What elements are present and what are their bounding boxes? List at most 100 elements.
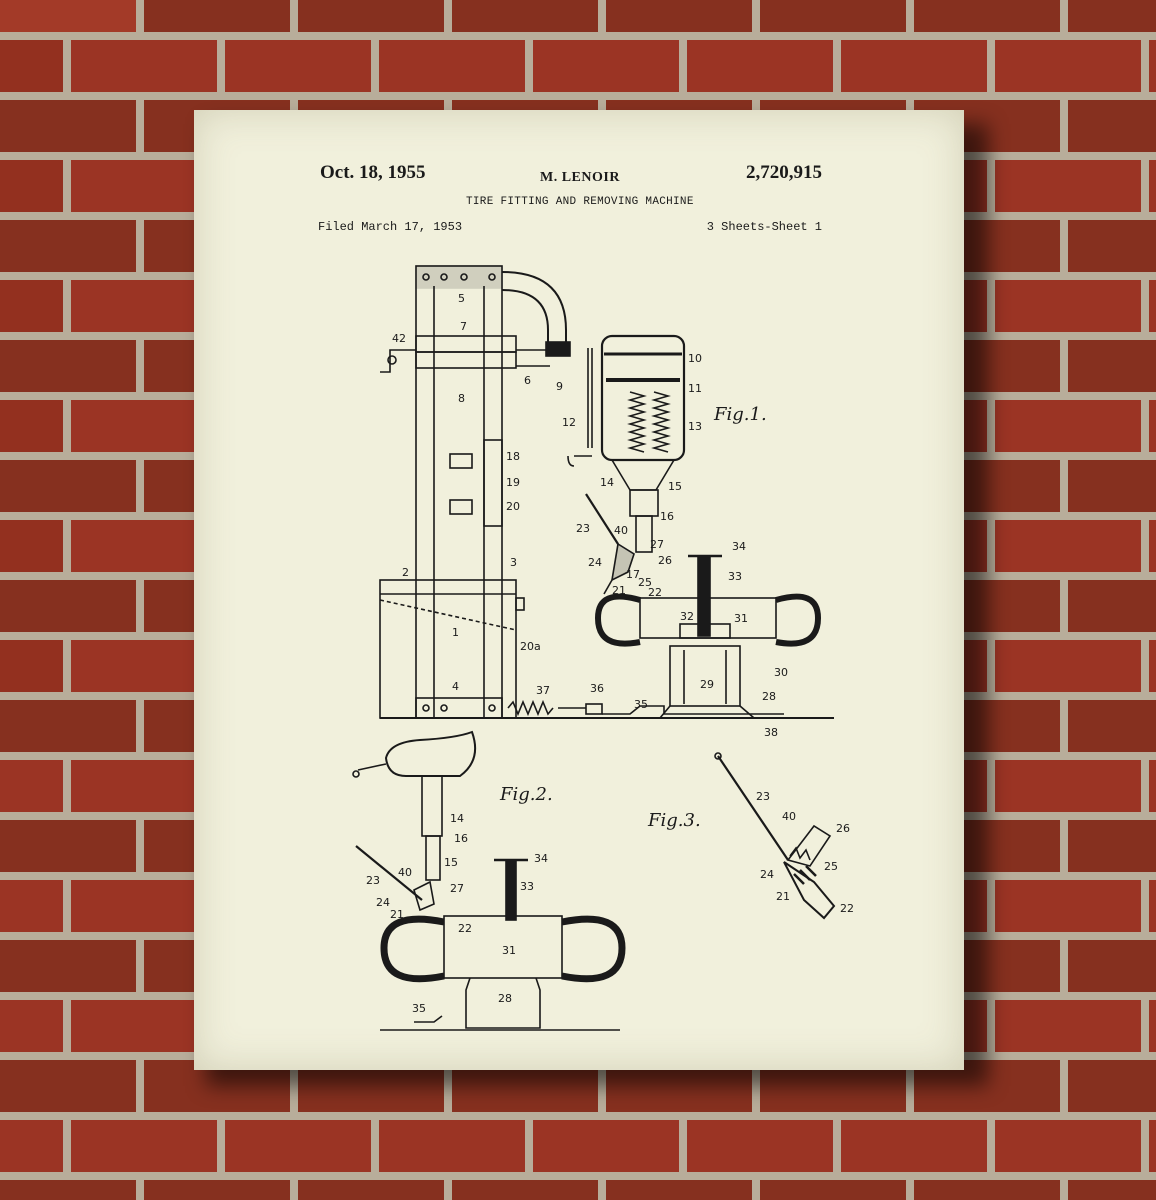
brick	[1068, 460, 1156, 512]
brick	[0, 280, 63, 332]
brick	[71, 640, 217, 692]
brick	[0, 460, 136, 512]
brick	[1068, 820, 1156, 872]
fig2-ref-35: 35	[412, 1002, 426, 1015]
fig2-ref-40: 40	[398, 866, 412, 879]
ref-16: 16	[660, 510, 674, 523]
brick	[0, 700, 136, 752]
fig2-ref-22: 22	[458, 922, 472, 935]
fig2-ref-14: 14	[450, 812, 464, 825]
brick	[914, 1180, 1060, 1200]
brick	[1068, 0, 1156, 32]
brick	[0, 1120, 63, 1172]
brick	[995, 1120, 1141, 1172]
ref-4: 4	[452, 680, 459, 693]
ref-19: 19	[506, 476, 520, 489]
ref-8: 8	[458, 392, 465, 405]
brick	[452, 0, 598, 32]
fig2-ref-15: 15	[444, 856, 458, 869]
fig3-label: Fig.3.	[647, 810, 701, 831]
ref-38: 38	[764, 726, 778, 739]
ref-31: 31	[734, 612, 748, 625]
fig3-ref-21: 21	[776, 890, 790, 903]
brick	[71, 1120, 217, 1172]
ref-20: 20	[506, 500, 520, 513]
brick	[0, 820, 136, 872]
brick	[995, 280, 1141, 332]
brick	[1149, 640, 1156, 692]
fig3-ref-26: 26	[836, 822, 850, 835]
brick	[0, 1180, 136, 1200]
brick	[841, 40, 987, 92]
ref-13: 13	[688, 420, 702, 433]
brick	[841, 1120, 987, 1172]
brick	[1149, 1000, 1156, 1052]
brick	[1149, 1120, 1156, 1172]
fig2-drawing	[352, 730, 626, 1031]
brick	[0, 160, 63, 212]
brick	[1149, 280, 1156, 332]
brick	[1068, 580, 1156, 632]
ref-36: 36	[590, 682, 604, 695]
brick	[0, 220, 136, 272]
brick	[0, 1060, 136, 1112]
fig3-ref-40: 40	[782, 810, 796, 823]
brick	[0, 520, 63, 572]
ref-11: 11	[688, 382, 702, 395]
fig2-ref-21: 21	[390, 908, 404, 921]
brick	[995, 40, 1141, 92]
ref-28: 28	[762, 690, 776, 703]
brick	[0, 0, 136, 32]
fig2-ref-28: 28	[498, 992, 512, 1005]
brick	[1149, 880, 1156, 932]
ref-29: 29	[700, 678, 714, 691]
pedal-spring	[507, 699, 784, 717]
ref-1: 1	[452, 626, 459, 639]
fig2-label: Fig.2.	[499, 784, 553, 805]
filed-date: Filed March 17, 1953	[318, 220, 463, 234]
fig2-ref-23: 23	[366, 874, 380, 887]
brick	[533, 1120, 679, 1172]
brick	[760, 1180, 906, 1200]
brick	[0, 400, 63, 452]
patent-poster: Oct. 18, 1955 M. LENOIR 2,720,915 TIRE F…	[194, 110, 964, 1070]
brick	[225, 1120, 371, 1172]
brick	[760, 0, 906, 32]
fig1-label: Fig.1.	[713, 404, 767, 425]
brick	[144, 0, 290, 32]
ref-35: 35	[634, 698, 648, 711]
ref-12: 12	[562, 416, 576, 429]
brick	[1149, 160, 1156, 212]
fig2-ref-31: 31	[502, 944, 516, 957]
brick	[606, 1180, 752, 1200]
brick	[71, 880, 217, 932]
brick	[1068, 1180, 1156, 1200]
fig2-ref-16: 16	[454, 832, 468, 845]
brick	[144, 1180, 290, 1200]
brick	[1149, 760, 1156, 812]
brick	[452, 1180, 598, 1200]
brick	[71, 280, 217, 332]
ref-22: 22	[648, 586, 662, 599]
ref-14: 14	[600, 476, 614, 489]
brick	[606, 0, 752, 32]
brick	[995, 400, 1141, 452]
brick	[1068, 220, 1156, 272]
ref-34: 34	[732, 540, 746, 553]
brick	[71, 520, 217, 572]
ref-6: 6	[524, 374, 531, 387]
brick	[0, 760, 63, 812]
brick	[995, 760, 1141, 812]
brick	[0, 1000, 63, 1052]
fig2-ref-24: 24	[376, 896, 390, 909]
ref-26: 26	[658, 554, 672, 567]
fig3-drawing	[714, 752, 836, 920]
fig2-ref-33: 33	[520, 880, 534, 893]
brick	[995, 640, 1141, 692]
brick	[687, 1120, 833, 1172]
brick	[914, 0, 1060, 32]
brick	[71, 760, 217, 812]
inventor-name: M. LENOIR	[540, 170, 620, 185]
brick	[225, 40, 371, 92]
fig2-ref-34: 34	[534, 852, 548, 865]
